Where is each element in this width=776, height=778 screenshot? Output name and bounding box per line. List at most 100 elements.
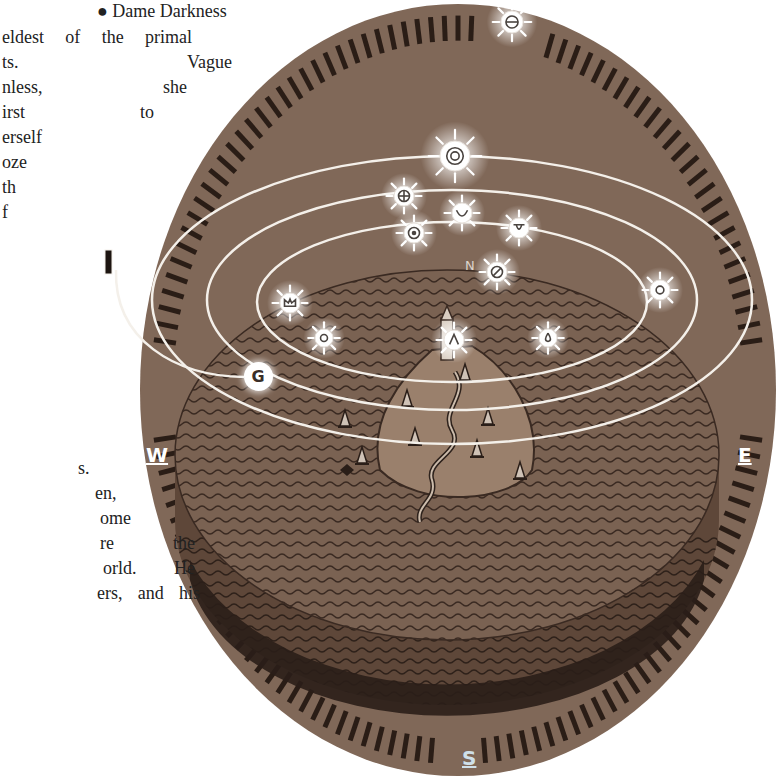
tick — [593, 60, 604, 82]
sun-ray — [537, 327, 541, 331]
tick — [202, 184, 221, 198]
sun-disc — [452, 203, 472, 223]
sun-glow — [439, 190, 485, 236]
sun-ray — [298, 291, 302, 295]
tick — [442, 16, 448, 41]
sun-ray — [511, 3, 513, 10]
sun-ray — [278, 311, 282, 315]
sun-ray — [659, 273, 661, 279]
sun-ray — [445, 212, 451, 214]
tick — [688, 170, 706, 185]
wave — [150, 554, 742, 558]
text-line: orld. He — [103, 557, 195, 579]
wave — [150, 566, 742, 570]
text-line: re the — [100, 532, 195, 554]
tick — [456, 16, 461, 41]
sun-ray — [413, 245, 415, 251]
text-line: eldest of the primal — [2, 26, 192, 48]
tick — [256, 108, 271, 127]
sun-ray — [313, 345, 317, 349]
tick — [363, 722, 370, 746]
sun-ray — [413, 216, 415, 222]
sun-ray — [547, 322, 549, 327]
wave — [150, 681, 742, 685]
river-outline — [419, 372, 459, 522]
tick — [625, 673, 638, 693]
sun — [487, 0, 538, 47]
sun-ray — [668, 298, 672, 302]
sun-symbol — [457, 210, 468, 216]
sun-ray — [498, 8, 503, 13]
tick — [709, 213, 729, 225]
sun-disc — [394, 186, 414, 206]
sun-ray — [648, 278, 652, 282]
wave — [150, 506, 742, 510]
text-line: ts. Vague — [2, 51, 232, 73]
sun-ray — [331, 327, 335, 331]
tick — [546, 34, 553, 58]
compass-letter: S — [462, 746, 476, 770]
tick — [735, 307, 757, 313]
sun-ray — [527, 216, 531, 220]
sun-ray — [402, 221, 406, 225]
wave — [150, 518, 742, 522]
tick — [325, 705, 335, 728]
sun-disc — [650, 280, 670, 300]
sun — [439, 190, 485, 236]
spiral-start-circle: G — [244, 362, 273, 391]
tick — [546, 722, 553, 746]
sun-ray — [511, 35, 513, 42]
sun-ray — [462, 328, 466, 332]
wave — [150, 614, 742, 618]
sun-ray — [454, 173, 456, 182]
tick — [740, 437, 762, 440]
tick — [390, 25, 395, 49]
sun-ray — [422, 241, 426, 245]
sun-ray — [334, 337, 339, 339]
text-line: ● Dame Darkness — [97, 0, 227, 22]
sun-disc — [539, 329, 557, 347]
sun-ray — [532, 337, 537, 339]
sun-ray — [462, 348, 466, 352]
text-line: ome — [100, 507, 131, 529]
tick — [635, 97, 649, 117]
sun-ray — [507, 216, 511, 220]
tick — [166, 274, 187, 282]
sun-ray — [412, 184, 416, 188]
shrine-base — [338, 426, 352, 428]
tick — [156, 323, 178, 327]
spiral-end-bar — [105, 250, 112, 274]
sun-glow — [527, 317, 568, 358]
sun-glow — [391, 210, 437, 256]
tick — [210, 170, 228, 185]
sun — [431, 317, 477, 363]
tick — [729, 498, 750, 506]
sun-ray — [392, 204, 396, 208]
sun-ray — [302, 302, 308, 304]
sun-ray — [502, 227, 508, 229]
sun-ray — [485, 260, 489, 264]
tick — [732, 483, 753, 490]
text-line: oze — [2, 151, 27, 173]
shrine-base — [513, 478, 527, 480]
sun-ray — [289, 315, 291, 321]
wave — [150, 542, 742, 546]
sun-ray — [668, 278, 672, 282]
sun-ray — [527, 236, 531, 240]
river — [419, 372, 459, 522]
wave — [150, 590, 742, 594]
sun-disc — [487, 262, 507, 282]
tick — [430, 738, 432, 763]
tick — [484, 738, 486, 763]
wave — [150, 602, 742, 606]
sun-ray — [273, 302, 279, 304]
sun-disc — [509, 218, 529, 238]
sun-ray — [323, 348, 325, 353]
tick — [313, 60, 324, 82]
text-line: th — [2, 176, 16, 198]
tick — [655, 119, 670, 137]
wave — [150, 638, 742, 642]
sun-ray — [422, 221, 426, 225]
sun-symbol — [514, 225, 525, 229]
sun-ray — [493, 21, 500, 23]
